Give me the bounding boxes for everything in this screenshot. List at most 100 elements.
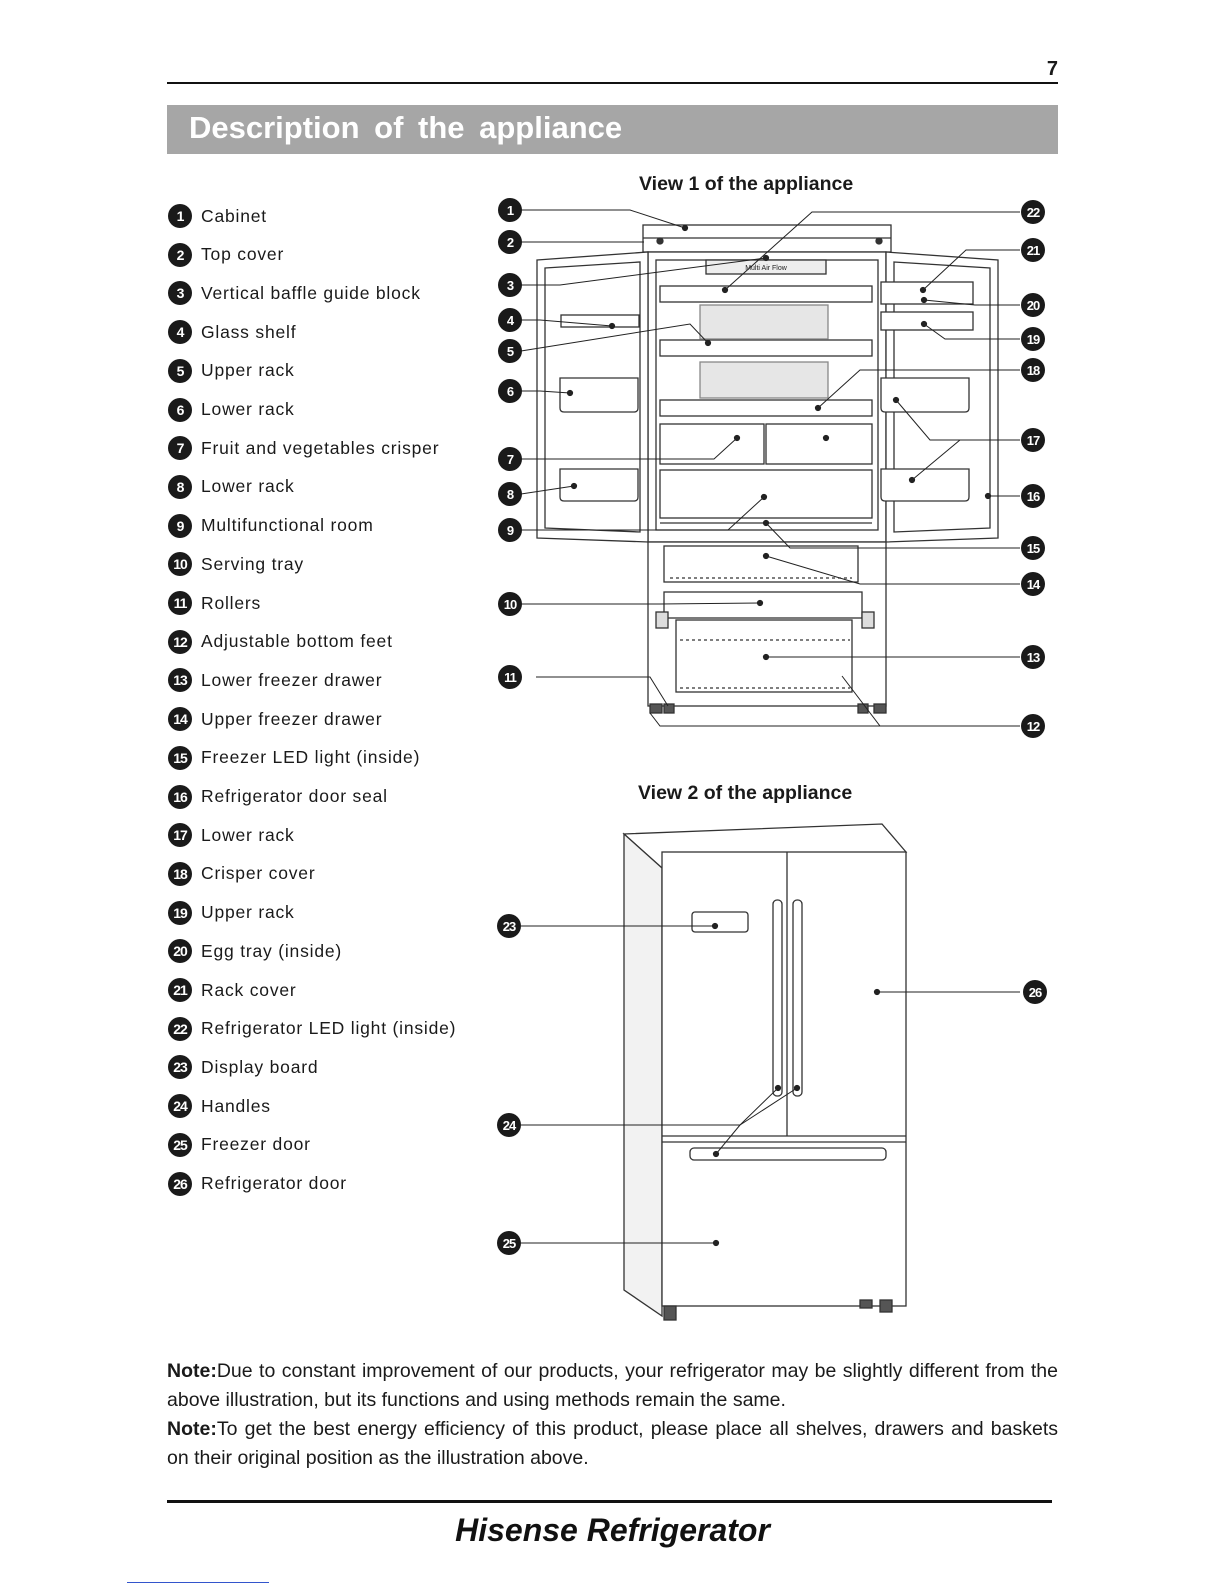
part-item-8: 8 Lower rack bbox=[168, 474, 295, 500]
part-number-badge: 4 bbox=[168, 320, 192, 345]
callout-badge: 13 bbox=[1021, 645, 1045, 669]
callout-badge: 12 bbox=[1021, 714, 1045, 738]
callout-badge: 18 bbox=[1021, 358, 1045, 382]
note-1-label: Note: bbox=[167, 1360, 217, 1382]
callout-number: 6 bbox=[507, 384, 514, 399]
appliance-diagram: Multi Air Flow bbox=[497, 198, 1047, 1321]
part-label: Refrigerator LED light (inside) bbox=[201, 1018, 457, 1039]
part-number-badge: 14 bbox=[168, 707, 192, 732]
callout-number: 18 bbox=[1027, 363, 1040, 378]
part-label: Adjustable bottom feet bbox=[201, 631, 393, 652]
part-item-1: 1 Cabinet bbox=[168, 203, 267, 229]
callout-badge: 17 bbox=[1021, 428, 1045, 452]
part-label: Upper rack bbox=[201, 360, 295, 381]
callout-number: 12 bbox=[1027, 719, 1040, 734]
part-number-badge: 16 bbox=[168, 784, 192, 809]
corner-link-underline bbox=[127, 1582, 269, 1583]
part-number-badge: 2 bbox=[168, 242, 192, 267]
callout-number: 26 bbox=[1029, 985, 1042, 1000]
part-item-13: 13 Lower freezer drawer bbox=[168, 667, 382, 693]
part-label: Lower rack bbox=[201, 824, 295, 845]
part-number-badge: 15 bbox=[168, 745, 192, 770]
callout-badge: 8 bbox=[498, 482, 522, 506]
part-item-12: 12 Adjustable bottom feet bbox=[168, 629, 393, 655]
part-number-badge: 12 bbox=[168, 629, 192, 654]
page-number: 7 bbox=[1046, 58, 1058, 80]
part-number-badge: 23 bbox=[168, 1055, 192, 1080]
part-number-badge: 13 bbox=[168, 668, 192, 693]
part-label: Cabinet bbox=[201, 205, 267, 226]
notes: Note:Due to constant improvement of our … bbox=[167, 1357, 1058, 1473]
part-number-badge: 25 bbox=[168, 1132, 192, 1157]
part-label: Refrigerator door seal bbox=[201, 786, 388, 806]
callout-badge: 20 bbox=[1021, 293, 1045, 317]
callout-number: 17 bbox=[1027, 433, 1040, 448]
callout-number: 16 bbox=[1027, 489, 1040, 504]
callout-badge: 24 bbox=[497, 1113, 521, 1137]
fridge-open-view: Multi Air Flow bbox=[536, 224, 999, 714]
callout-number: 25 bbox=[503, 1236, 516, 1251]
part-item-21: 21 Rack cover bbox=[168, 977, 297, 1003]
part-item-2: 2 Top cover bbox=[168, 242, 284, 268]
callout-badge: 23 bbox=[497, 914, 521, 938]
part-number-badge: 24 bbox=[168, 1094, 192, 1119]
callout-number: 15 bbox=[1027, 541, 1040, 556]
note-1-text: Due to constant improvement of our produ… bbox=[167, 1360, 1058, 1411]
part-number-badge: 7 bbox=[168, 436, 192, 461]
part-label: Rack cover bbox=[201, 979, 297, 1000]
part-number-badge: 9 bbox=[168, 513, 192, 538]
callout-badge: 1 bbox=[498, 198, 522, 222]
view1-title: View 1 of the appliance bbox=[639, 173, 854, 195]
callout-number: 8 bbox=[507, 487, 514, 502]
part-number-badge: 18 bbox=[168, 861, 192, 886]
part-label: Handles bbox=[201, 1095, 271, 1116]
callout-number: 3 bbox=[507, 278, 514, 293]
callout-badge: 2 bbox=[498, 230, 522, 254]
callout-badge: 26 bbox=[1023, 980, 1047, 1004]
part-number-badge: 8 bbox=[168, 474, 192, 499]
part-label: Refrigerator door bbox=[201, 1173, 347, 1193]
callout-badge: 19 bbox=[1021, 327, 1045, 351]
part-number-badge: 21 bbox=[168, 978, 192, 1002]
bottom-rule bbox=[167, 1500, 1052, 1503]
section-title: Description of the appliance bbox=[189, 110, 623, 145]
part-item-15: 15 Freezer LED light (inside) bbox=[168, 745, 420, 771]
part-number-badge: 17 bbox=[168, 823, 192, 848]
part-label: Top cover bbox=[201, 244, 285, 265]
part-label: Vertical baffle guide block bbox=[201, 282, 421, 303]
callout-number: 5 bbox=[507, 344, 514, 359]
callout-badge: 7 bbox=[498, 447, 522, 471]
callout-badge: 11 bbox=[498, 665, 522, 689]
part-item-24: 24 Handles bbox=[168, 1093, 271, 1119]
callout-badge: 21 bbox=[1021, 238, 1045, 262]
part-item-4: 4 Glass shelf bbox=[168, 319, 296, 345]
part-label: Fruit and vegetables crisper bbox=[201, 437, 440, 458]
callout-number: 19 bbox=[1027, 332, 1040, 347]
callout-badge: 22 bbox=[1021, 200, 1045, 224]
part-label: Freezer LED light (inside) bbox=[201, 747, 421, 768]
part-label: Rollers bbox=[201, 592, 262, 613]
part-label: Lower rack bbox=[201, 476, 295, 497]
part-label: Serving tray bbox=[201, 553, 304, 574]
part-label: Lower freezer drawer bbox=[201, 669, 383, 690]
part-number-badge: 19 bbox=[168, 900, 192, 925]
callout-badge: 4 bbox=[498, 308, 522, 332]
part-number-badge: 1 bbox=[168, 204, 192, 228]
part-number-badge: 3 bbox=[168, 281, 192, 306]
part-label: Glass shelf bbox=[201, 321, 297, 342]
callout-badge: 5 bbox=[498, 339, 522, 363]
callout-number: 21 bbox=[1027, 243, 1040, 258]
callout-number: 1 bbox=[507, 203, 514, 218]
panel-text: Multi Air Flow bbox=[745, 265, 788, 272]
